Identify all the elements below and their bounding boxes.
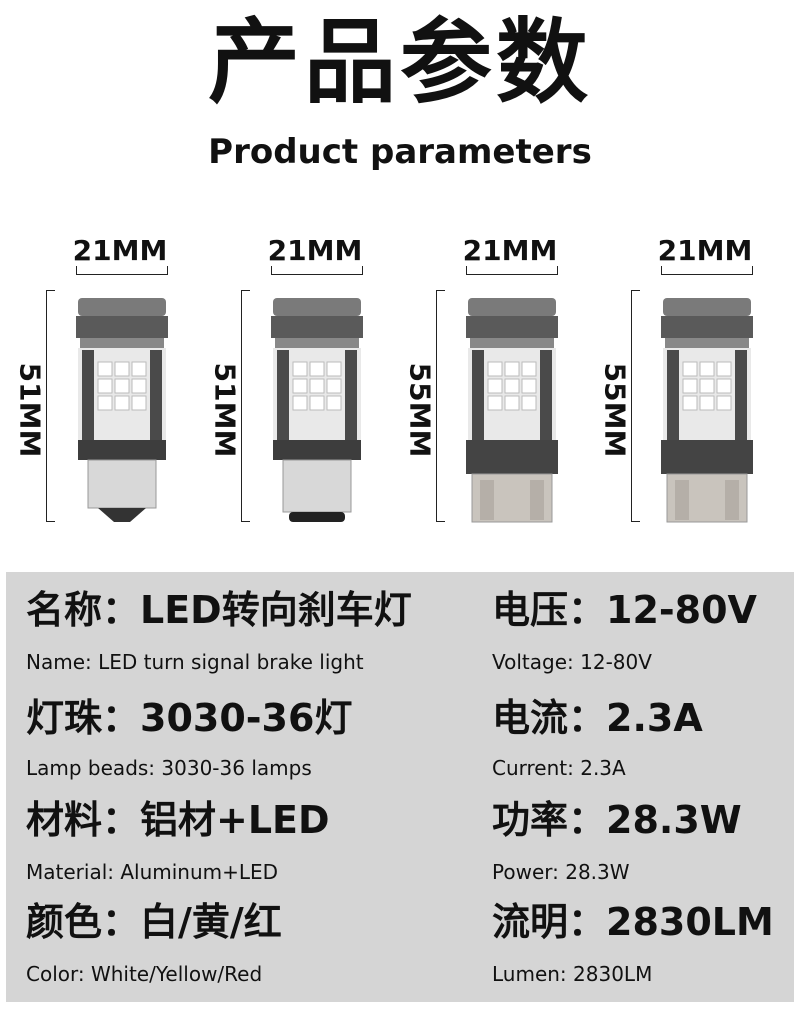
height-label: 51MM: [208, 362, 242, 458]
height-dimension: 55MM: [597, 350, 633, 470]
bulb-ba15s-image: [271, 298, 363, 522]
spec-voltage-en: Voltage: 12-80V: [492, 650, 652, 674]
width-dimension: 21MM: [400, 234, 600, 275]
bulb-1: 21MM 51MM: [10, 230, 210, 530]
width-dimension: 21MM: [595, 234, 795, 275]
spec-beads-zh: 灯珠：3030-36灯: [26, 696, 353, 740]
page-title-zh: 产品参数: [207, 9, 592, 116]
spec-voltage-zh: 电压：12-80V: [492, 588, 757, 632]
width-label: 21MM: [267, 234, 363, 267]
spec-lumen-zh: 流明：2830LM: [492, 900, 774, 944]
spec-current-en: Current: 2.3A: [492, 756, 626, 780]
spec-panel: 名称：LED转向刹车灯 Name: LED turn signal brake …: [6, 572, 794, 1002]
height-label: 51MM: [13, 362, 47, 458]
spec-lumen-en: Lumen: 2830LM: [492, 962, 653, 986]
page-title-en: Product parameters: [208, 132, 592, 172]
height-label: 55MM: [598, 362, 632, 458]
spec-power-zh: 功率：28.3W: [492, 798, 742, 842]
bulb-2: 21MM 51MM: [205, 230, 405, 530]
spec-color-zh: 颜色：白/黄/红: [26, 900, 282, 944]
bulb-3: 21MM 55MM: [400, 230, 600, 530]
width-dimension: 21MM: [10, 234, 210, 275]
width-label: 21MM: [462, 234, 558, 267]
height-dimension: 51MM: [12, 350, 48, 470]
spec-name-zh: 名称：LED转向刹车灯: [26, 588, 412, 632]
height-label: 55MM: [403, 362, 437, 458]
height-dimension: 51MM: [207, 350, 243, 470]
bulb-4: 21MM 55MM: [595, 230, 795, 530]
width-dimension: 21MM: [205, 234, 405, 275]
bulb-wedge-image: [466, 298, 558, 523]
bulb-ba15s-image: [76, 298, 168, 522]
spec-material-en: Material: Aluminum+LED: [26, 860, 279, 884]
spec-power-en: Power: 28.3W: [492, 860, 630, 884]
width-label: 21MM: [72, 234, 168, 267]
width-label: 21MM: [657, 234, 753, 267]
spec-current-zh: 电流：2.3A: [492, 696, 703, 740]
spec-material-zh: 材料：铝材+LED: [26, 798, 330, 842]
bulb-wedge-image: [661, 298, 753, 523]
spec-color-en: Color: White/Yellow/Red: [26, 962, 263, 986]
height-dimension: 55MM: [402, 350, 438, 470]
spec-beads-en: Lamp beads: 3030-36 lamps: [26, 756, 312, 780]
spec-name-en: Name: LED turn signal brake light: [26, 650, 364, 674]
